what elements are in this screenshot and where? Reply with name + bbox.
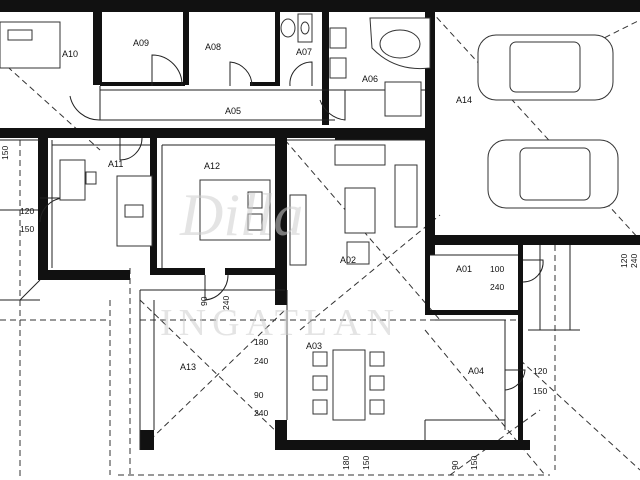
room-label-a06: A06 [362, 74, 378, 84]
dim-label: 90 [254, 390, 264, 400]
room-label-a13: A13 [180, 362, 196, 372]
watermark-script: Dilla [179, 182, 303, 248]
dim-label: 150 [361, 456, 371, 470]
thin-lines [0, 89, 580, 450]
room-label-a07: A07 [296, 47, 312, 57]
dim-label: 90 [199, 296, 209, 306]
room-label-a02: A02 [340, 255, 356, 265]
dim-label: 240 [254, 356, 268, 366]
dim-label: 150 [20, 224, 34, 234]
dimension-labels: 120 150 90 240 100 240 180 240 90 240 12… [0, 146, 639, 470]
dim-label: 90 [450, 460, 460, 470]
dim-label: 150 [533, 386, 547, 396]
room-label-a10: A10 [62, 49, 78, 59]
dim-label: 180 [254, 337, 268, 347]
door-swings [39, 54, 544, 391]
room-label-a04: A04 [468, 366, 484, 376]
dim-label: 240 [490, 282, 504, 292]
room-label-a01: A01 [456, 264, 472, 274]
room-label-a08: A08 [205, 42, 221, 52]
furniture [0, 13, 619, 421]
watermark: Dilla INGATLAN [160, 182, 400, 344]
dim-label: 240 [629, 254, 639, 268]
dim-label: 120 [20, 206, 34, 216]
dim-label: 100 [490, 264, 504, 274]
dim-label: 240 [254, 408, 268, 418]
dim-label: 150 [469, 456, 479, 470]
room-label-a12: A12 [204, 161, 220, 171]
roof-dashed-lines [0, 9, 640, 478]
walls [0, 0, 640, 450]
room-label-a05: A05 [225, 106, 241, 116]
watermark-caps: INGATLAN [160, 302, 400, 344]
dim-label: 240 [221, 296, 231, 310]
room-label-a11: A11 [108, 159, 123, 169]
dim-label: 120 [619, 254, 629, 268]
room-label-a09: A09 [133, 38, 149, 48]
dim-label: 150 [0, 146, 10, 160]
dim-label: 120 [533, 366, 547, 376]
room-label-a14: A14 [456, 95, 472, 105]
dim-label: 180 [341, 456, 351, 470]
room-labels: A10 A09 A08 A07 A06 A14 A05 A11 A12 A02 … [62, 38, 484, 376]
room-label-a03: A03 [306, 341, 322, 351]
